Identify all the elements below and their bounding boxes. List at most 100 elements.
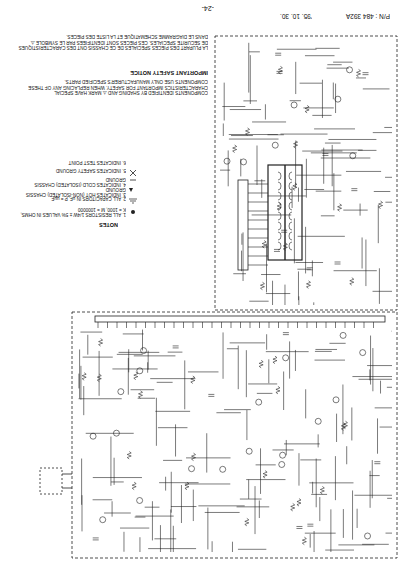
wire — [246, 350, 247, 397]
wire — [112, 368, 157, 369]
pin-wire — [278, 322, 279, 328]
wire — [240, 499, 262, 500]
wire — [163, 460, 182, 461]
wire — [147, 362, 148, 372]
wire — [321, 150, 362, 151]
wire — [312, 260, 313, 276]
wire — [385, 202, 392, 203]
wire — [315, 351, 332, 352]
coil-winding — [289, 242, 292, 250]
pin-wire — [248, 238, 268, 239]
wire — [229, 134, 278, 135]
pin-wire — [231, 322, 232, 328]
pin-wire — [248, 184, 268, 185]
wire — [268, 195, 306, 196]
wire — [333, 173, 334, 210]
wire — [314, 128, 355, 129]
board-outline — [215, 36, 397, 310]
wire — [379, 268, 380, 304]
notes-heading: NOTES — [18, 222, 118, 228]
wire — [241, 234, 242, 245]
wire — [298, 236, 345, 237]
wire — [314, 531, 315, 552]
wire — [322, 80, 323, 118]
wire — [249, 301, 268, 302]
capacitor-symbol — [277, 71, 283, 73]
wire — [198, 505, 244, 506]
wire — [284, 285, 285, 305]
transistor-symbol — [100, 517, 106, 523]
note-text: 6. INDICATES TEST POINT — [18, 160, 126, 165]
wire — [386, 533, 392, 534]
wire — [377, 418, 378, 453]
pin-wire — [136, 322, 137, 328]
capacitor-symbol — [322, 153, 328, 155]
pin-wire — [250, 322, 251, 328]
wire — [160, 525, 161, 552]
wire — [229, 139, 279, 140]
wire — [246, 479, 285, 480]
wire — [360, 204, 361, 216]
resistor-symbol — [259, 360, 263, 368]
transistor-symbol — [360, 350, 366, 356]
ground-symbol — [129, 188, 133, 192]
wire — [302, 151, 342, 152]
wire — [352, 490, 353, 539]
date-code: '95. 10. 30. — [262, 13, 312, 20]
transistor-symbol — [256, 399, 262, 405]
wire — [385, 177, 392, 178]
wire — [165, 477, 166, 491]
wire — [309, 482, 353, 483]
wire — [346, 171, 381, 172]
note-text: 3. INDICATES HOT (NON-ISOLATED) CHASSIS … — [18, 186, 126, 197]
pin-wire — [248, 220, 268, 221]
pin-wire — [269, 322, 270, 328]
wire — [315, 48, 339, 49]
transistor-symbol — [189, 466, 195, 472]
capacitor-symbol — [93, 538, 99, 540]
pin-wire — [364, 322, 365, 328]
resistor-symbol — [99, 339, 103, 347]
resistor-symbol — [192, 453, 196, 461]
wire — [300, 83, 322, 84]
wire — [104, 513, 131, 514]
transistor-symbol — [291, 102, 297, 108]
page-number: -24- — [190, 4, 214, 12]
wire — [327, 68, 349, 69]
wire — [325, 550, 354, 551]
coil-winding — [289, 202, 292, 210]
wire — [295, 62, 296, 94]
resistor-symbol — [379, 201, 383, 209]
wire — [354, 495, 392, 496]
wire — [372, 460, 373, 498]
wire — [207, 508, 208, 550]
coil-winding — [278, 182, 281, 190]
ground-symbol — [129, 199, 137, 203]
wire — [305, 55, 335, 56]
capacitor-symbol — [335, 262, 341, 264]
wire — [261, 274, 280, 275]
wire — [257, 146, 258, 185]
wire — [310, 534, 311, 548]
coil-winding — [289, 222, 292, 230]
coil-winding — [278, 222, 281, 230]
transistor-symbol — [246, 448, 252, 454]
resistor-symbol — [302, 537, 306, 545]
wire — [256, 464, 276, 465]
resistor-symbol — [246, 128, 250, 136]
resistor-symbol — [357, 69, 361, 77]
board-outline — [72, 312, 397, 558]
pin-wire — [126, 322, 127, 328]
resistor-symbol — [82, 373, 86, 381]
resistor-symbol — [185, 482, 189, 490]
pin-wire — [248, 256, 268, 257]
wire — [336, 414, 337, 442]
transistor-symbol — [280, 452, 286, 458]
pin-wire — [183, 322, 184, 328]
wire — [316, 191, 342, 192]
wire — [99, 351, 100, 396]
wire — [373, 291, 392, 292]
wire — [171, 506, 197, 507]
pin-wire — [117, 322, 118, 328]
wire — [227, 348, 238, 349]
